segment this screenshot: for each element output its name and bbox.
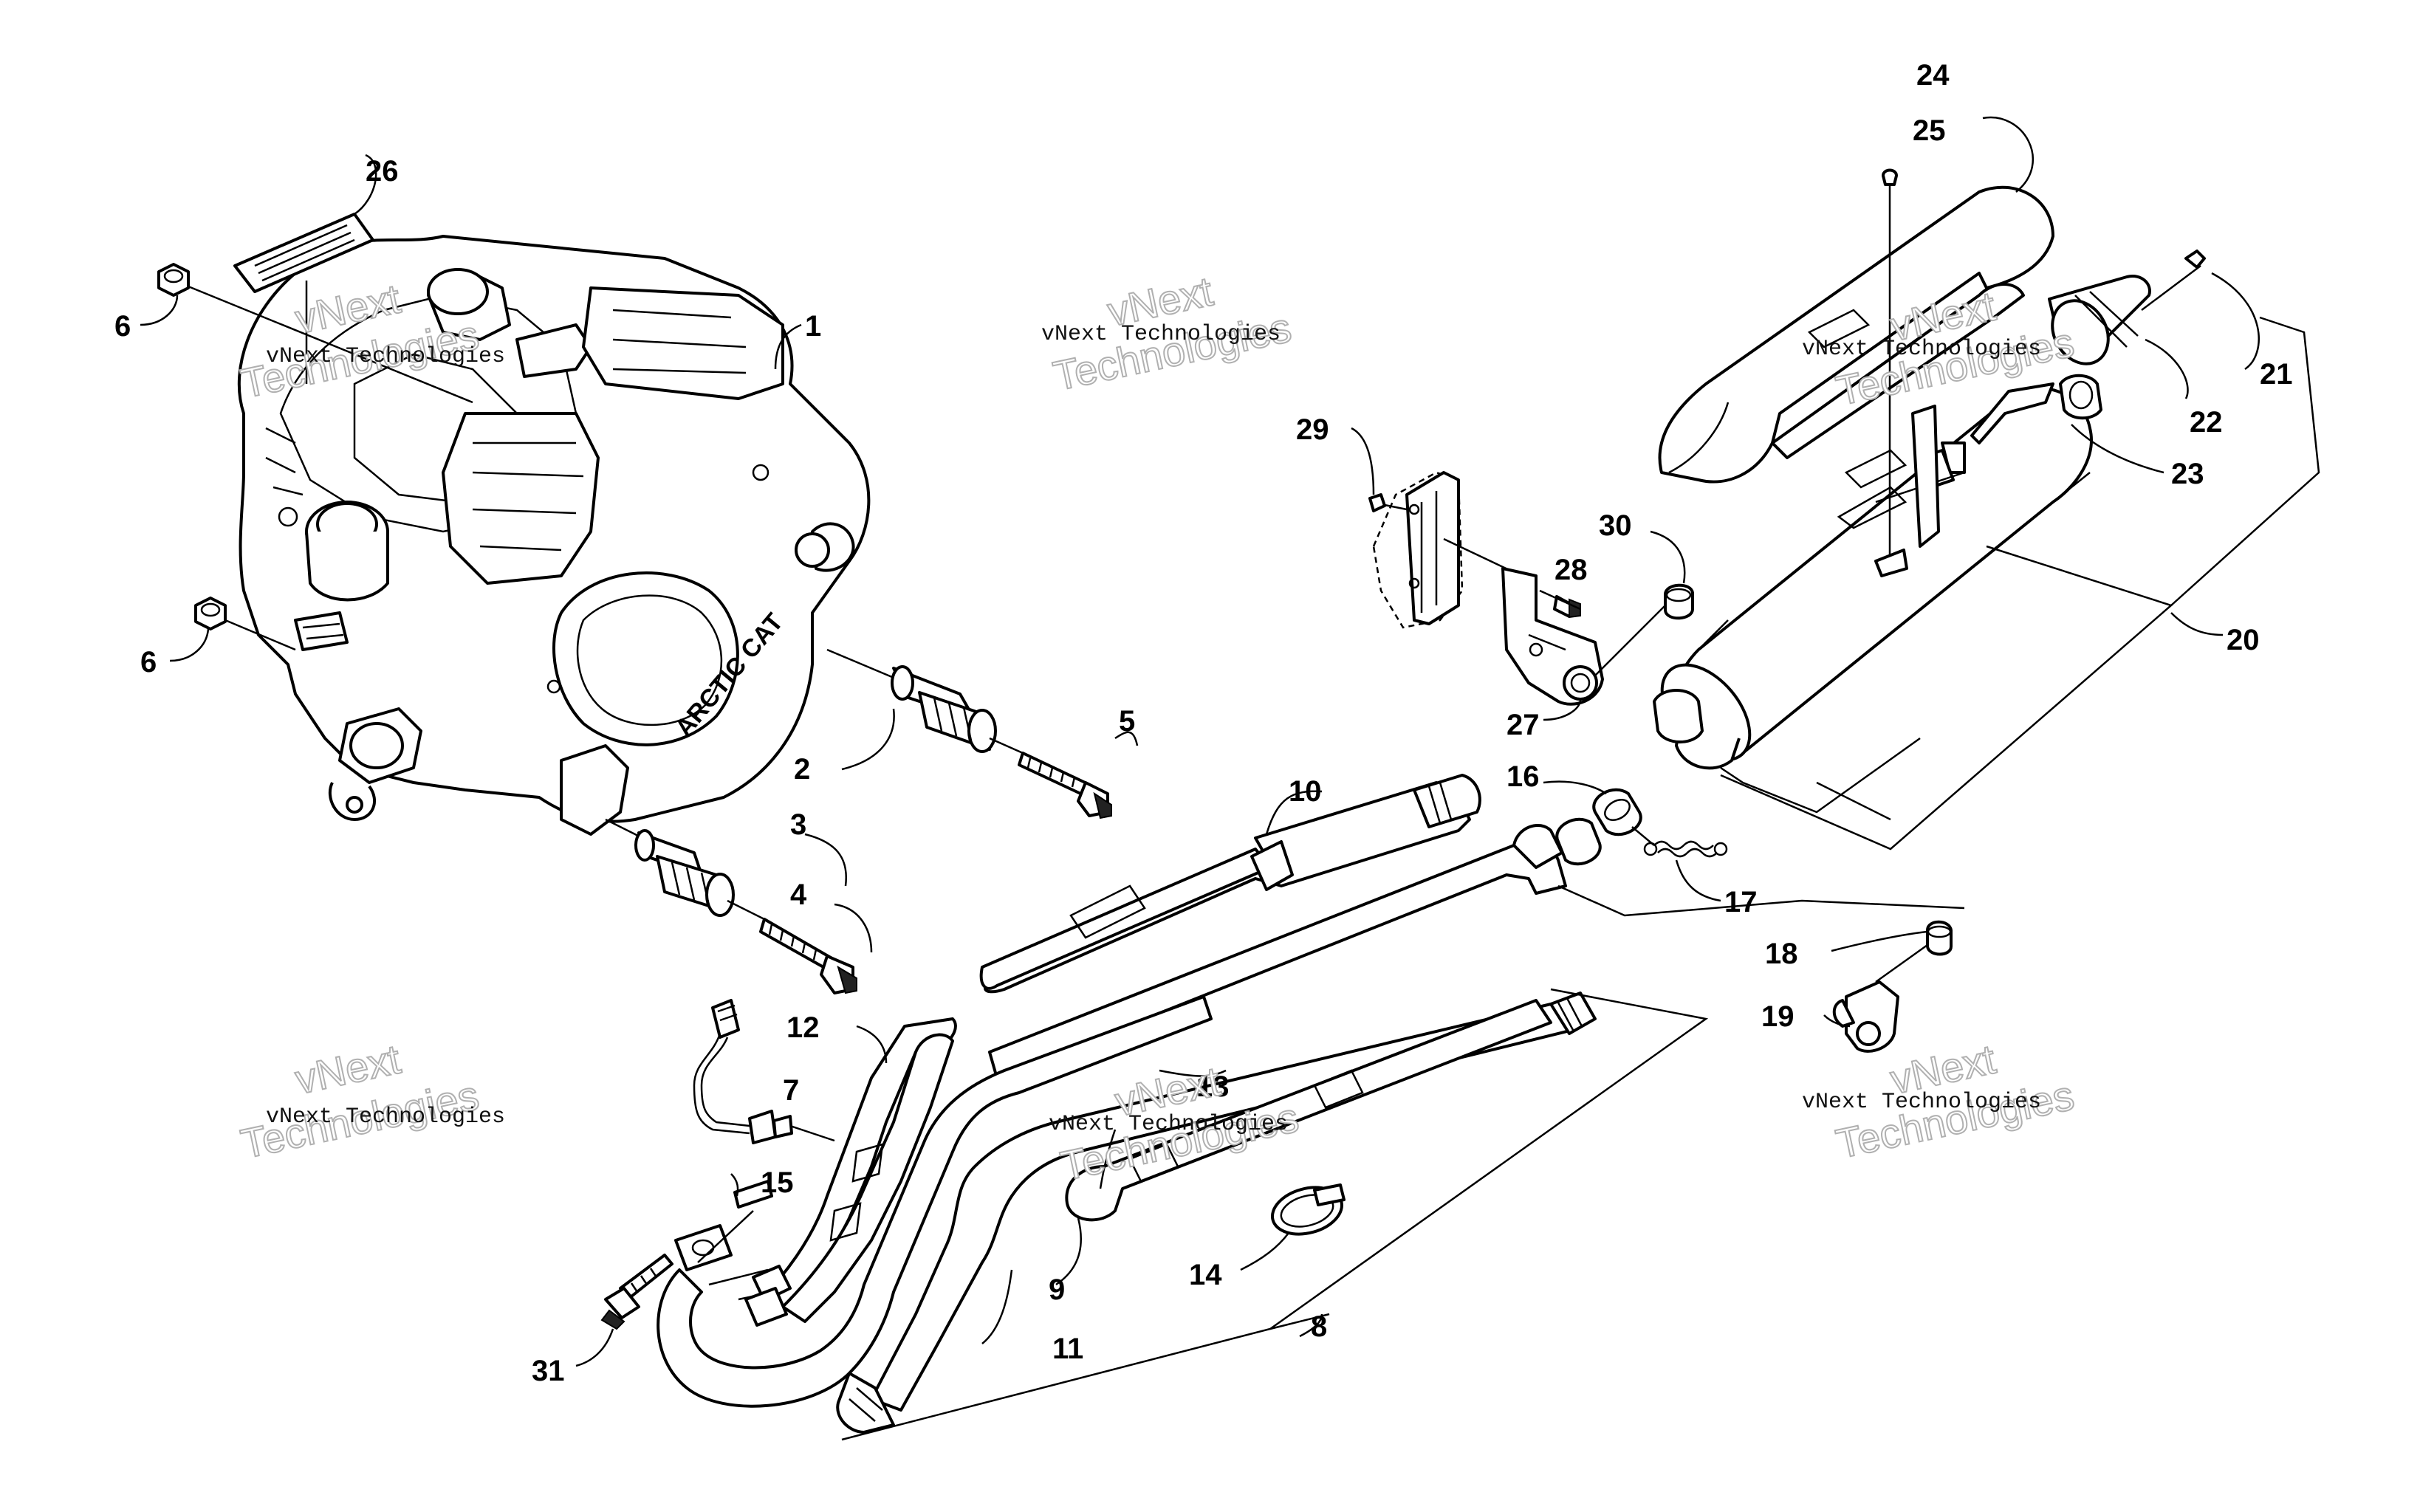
leader-lines [774, 316, 2320, 1441]
callout-21: 21 [2260, 358, 2293, 391]
callout-31: 31 [532, 1355, 565, 1387]
watermark-caption: vNext Technologies [1802, 1090, 2041, 1115]
watermark-caption: vNext Technologies [266, 1104, 505, 1130]
header-bolt [575, 1254, 673, 1367]
callout-6-lower: 6 [140, 646, 157, 678]
watermark-caption: vNext Technologies [266, 344, 505, 369]
callout-1: 1 [805, 310, 821, 343]
watermark-caption: vNext Technologies [1049, 1112, 1288, 1137]
decal-label [233, 154, 377, 384]
header-flange-gasket [674, 1173, 773, 1271]
callout-17: 17 [1724, 886, 1758, 918]
spacer-upper [826, 648, 1024, 755]
engine-mount-nut-upper [140, 263, 473, 404]
callout-3: 3 [790, 808, 806, 841]
watermark-4: vNext Technologies vNext Technologies [236, 1034, 505, 1168]
callout-24: 24 [1916, 59, 1950, 92]
callout-8: 8 [1311, 1310, 1327, 1343]
callout-18: 18 [1765, 938, 1798, 970]
watermark-brand: vNext [291, 275, 405, 342]
callout-30: 30 [1599, 509, 1632, 542]
callout-14: 14 [1189, 1259, 1222, 1291]
callout-4: 4 [790, 879, 807, 911]
exhaust-gasket [1543, 780, 1642, 866]
frame-bracket [1351, 427, 1515, 629]
callout-13: 13 [1196, 1071, 1230, 1103]
watermark-6: vNext Technologies vNext Technologies [1802, 1034, 2079, 1168]
bolt-upper [1018, 752, 1112, 819]
callout-5: 5 [1119, 705, 1135, 738]
header-clamp [1240, 1183, 1346, 1271]
watermark-caption: vNext Technologies [1802, 337, 2041, 362]
watermark-caption: vNext Technologies [1041, 322, 1281, 347]
spacer-lower [605, 818, 765, 921]
callout-20: 20 [2227, 624, 2260, 656]
muffler-mount-bracket [1823, 980, 1899, 1053]
callout-29: 29 [1296, 413, 1329, 446]
header-heat-shield-rear [1065, 999, 1552, 1222]
exhaust-spring [1631, 826, 1728, 902]
spark-arrestor [2048, 250, 2260, 474]
mount-bracket [1501, 567, 1604, 721]
grommet-bushing [1594, 530, 1694, 676]
callout-6-upper: 6 [114, 310, 131, 343]
callout-labels: 1 2 3 4 5 6 6 7 8 9 10 11 12 13 14 15 16… [114, 59, 2293, 1387]
exhaust-header-front [657, 995, 1213, 1408]
muffler-grommet [1831, 920, 1953, 983]
callout-25: 25 [1913, 114, 1946, 147]
shield-screw [1874, 168, 1908, 577]
mid-pipe-heat-shield [979, 774, 1481, 994]
callout-9: 9 [1049, 1274, 1065, 1306]
engine-assembly: ARCTIC CAT [237, 235, 871, 836]
callout-11: 11 [1052, 1333, 1083, 1365]
callout-15: 15 [761, 1166, 794, 1199]
callout-27: 27 [1506, 709, 1540, 741]
mid-pipe [988, 823, 1567, 1079]
callout-22: 22 [2190, 406, 2223, 439]
heat-shield [1658, 116, 2054, 548]
watermark-2: vNext Technologies vNext Technologies [1041, 267, 1296, 400]
callout-28: 28 [1555, 554, 1588, 586]
oxygen-sensor [693, 999, 835, 1144]
callout-2: 2 [794, 753, 810, 786]
exhaust-header-rear [836, 992, 1597, 1434]
callout-19: 19 [1761, 1000, 1795, 1033]
callout-16: 16 [1506, 760, 1540, 793]
engine-mount-nut-lower [169, 597, 296, 662]
callout-12: 12 [786, 1011, 820, 1044]
bracket-bolt [1539, 589, 1581, 619]
callout-26: 26 [366, 155, 399, 188]
callout-23: 23 [2171, 458, 2204, 490]
callout-7: 7 [783, 1074, 799, 1107]
callout-10: 10 [1289, 775, 1322, 808]
bolt-lower [759, 918, 857, 994]
